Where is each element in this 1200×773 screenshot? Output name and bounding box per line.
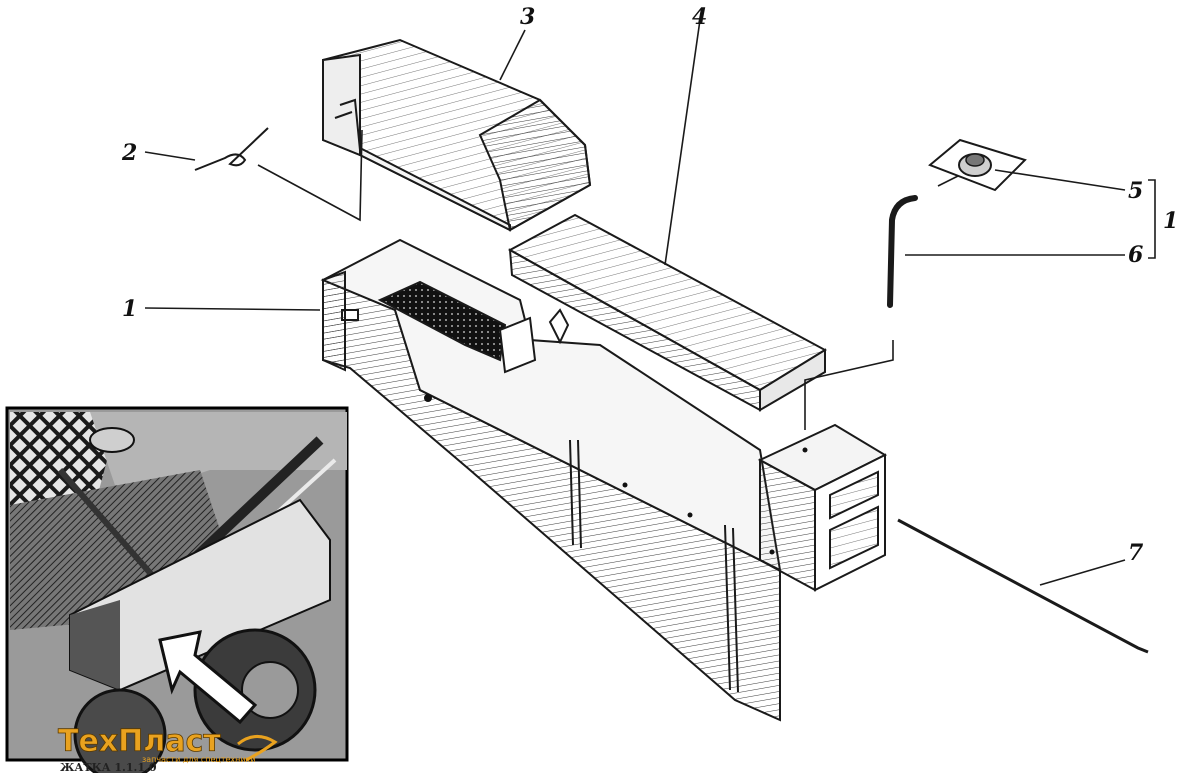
callout-1-group: 1: [1163, 208, 1178, 234]
figure-caption-fragment: ЖАТКА 1.1.1.0: [60, 761, 157, 773]
part-3-top-cover: [322, 38, 592, 232]
callout-6: 6: [1128, 242, 1143, 268]
watermark-tagline: запчасти для спецтехники: [142, 755, 256, 764]
part-1-main-housing: [320, 238, 782, 722]
callout-2: 2: [121, 140, 137, 166]
watermark-logo: ТехПласт запчасти для спецтехники: [58, 724, 278, 764]
part-6-bent-rod: [887, 195, 918, 308]
callout-5: 5: [1128, 178, 1143, 204]
part-1-end-box: [757, 423, 888, 592]
leader-lines: [144, 19, 1156, 586]
part-5-cap: [928, 138, 1027, 192]
watermark-logo-text: ТехПласт: [58, 724, 221, 759]
callout-4: 4: [692, 4, 707, 30]
part-7-long-rod: [897, 518, 1149, 654]
callout-1-housing: 1: [122, 296, 137, 322]
callout-3: 3: [520, 4, 535, 30]
part-4-lid-plate: [507, 213, 827, 412]
part-2-spring-clip: [194, 127, 269, 171]
callout-7: 7: [1128, 540, 1144, 566]
inset-photo: [5, 406, 349, 773]
